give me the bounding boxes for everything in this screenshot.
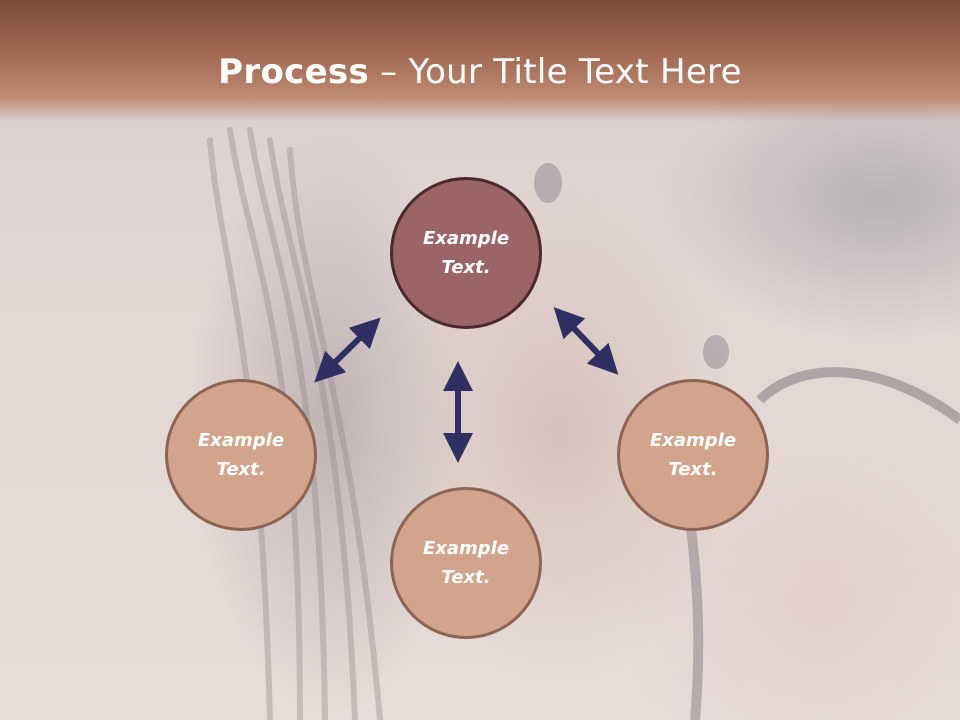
node-line2: Text. <box>216 459 266 480</box>
title-rest: Your Title Text Here <box>408 52 742 92</box>
node-line1: Example <box>649 430 737 451</box>
arrow-top-right <box>553 307 619 375</box>
arrow-top-left <box>314 317 381 383</box>
slide-title: Process – Your Title Text Here <box>0 52 960 92</box>
title-bold: Process <box>218 52 370 92</box>
node-line2: Text. <box>441 257 491 278</box>
node-line2: Text. <box>441 567 491 588</box>
node-line1: Example <box>197 430 285 451</box>
title-dash: – <box>369 52 409 92</box>
node-line2: Text. <box>668 459 718 480</box>
node-line1: Example <box>422 228 510 249</box>
title-bar <box>0 0 960 122</box>
node-line1: Example <box>422 538 510 559</box>
